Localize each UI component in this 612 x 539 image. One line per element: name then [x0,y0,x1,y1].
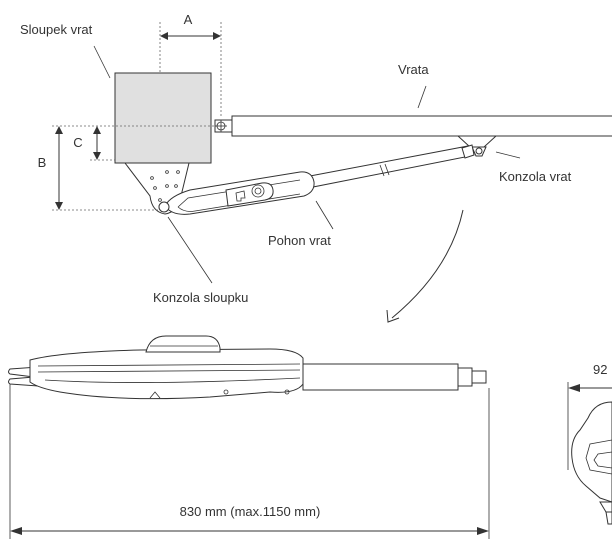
gate-post [114,72,212,164]
dimension-c-label: C [73,135,82,150]
label-gate-bracket: Konzola vrat [499,169,572,184]
length-label: 830 mm (max.1150 mm) [180,504,321,519]
end-width-label: 92 [593,362,607,377]
gate-operator [158,144,475,215]
swing-arrow [386,209,464,323]
operator-side-view [8,335,487,400]
label-post: Sloupek vrat [20,22,93,37]
label-post-bracket: Konzola sloupku [153,290,248,305]
dimension-length: 830 mm (max.1150 mm) [9,384,490,539]
gate-leaf [214,115,612,137]
label-operator: Pohon vrat [268,233,331,248]
dimension-a: A [159,12,222,116]
dimension-b-label: B [38,155,47,170]
operator-end-view: 92 [567,362,612,525]
dimension-b-c: B C [38,125,215,211]
dimension-a-label: A [184,12,193,27]
label-gate: Vrata [398,62,429,77]
gate-bracket [456,135,498,157]
